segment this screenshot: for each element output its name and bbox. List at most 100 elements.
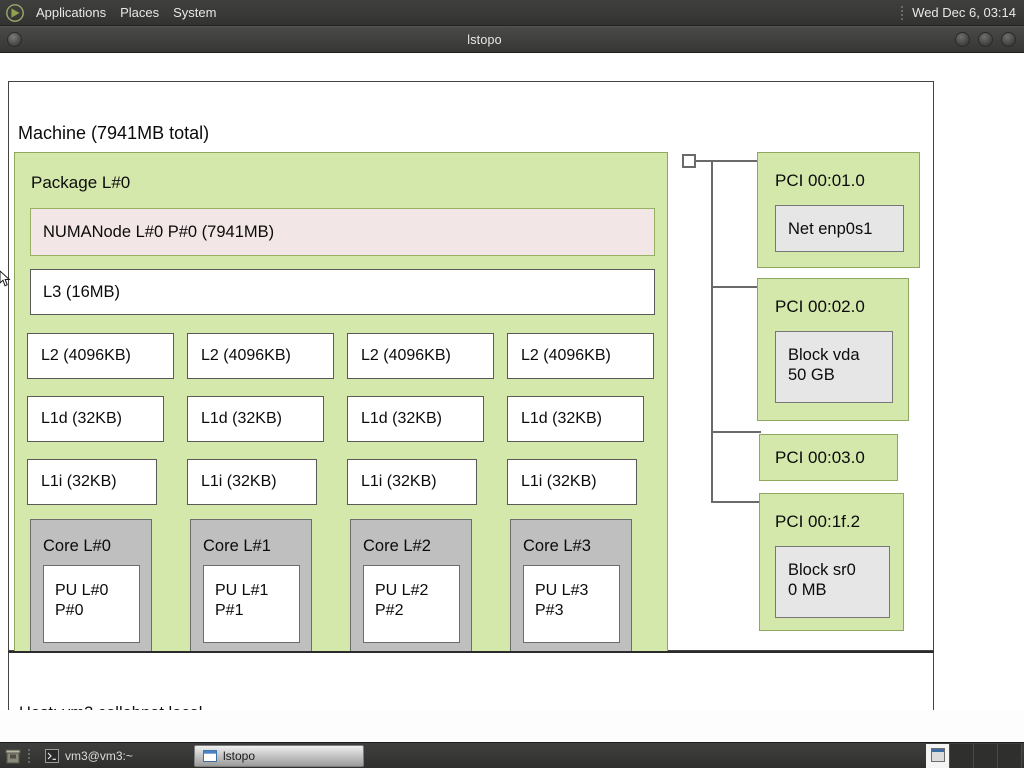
l1i-cache-box-3[interactable]: L1i (32KB) — [507, 459, 637, 505]
osdev-box[interactable]: Block sr0 0 MB — [775, 546, 890, 618]
pu-box[interactable]: PU L#0 P#0 — [43, 565, 140, 643]
info-footer-box: Host: vm3.collabnet.local Date: Wed 06 D… — [8, 651, 934, 710]
osdev-box[interactable]: Net enp0s1 — [775, 205, 904, 252]
pci-label: PCI 00:03.0 — [775, 448, 865, 467]
core-box-2[interactable]: Core L#2 PU L#2 P#2 — [350, 519, 472, 657]
bridge-branch-link-1 — [711, 286, 759, 288]
mouse-cursor — [0, 270, 13, 288]
panel-drag-handle[interactable] — [900, 4, 906, 21]
pci-label: PCI 00:1f.2 — [775, 512, 861, 531]
l2-label: L2 (4096KB) — [521, 347, 611, 364]
l1i-cache-box-0[interactable]: L1i (32KB) — [27, 459, 157, 505]
pu-label: PU L#2 P#2 — [375, 582, 429, 619]
window-titlebar[interactable]: lstopo — [0, 26, 1024, 53]
pci-label: PCI 00:01.0 — [775, 171, 865, 190]
core-label: Core L#0 — [43, 537, 111, 555]
l1i-label: L1i (32KB) — [41, 473, 117, 490]
bridge-branch-link-2 — [711, 431, 761, 433]
pu-box[interactable]: PU L#3 P#3 — [523, 565, 620, 643]
pci-box-2[interactable]: PCI 00:03.0 — [759, 434, 898, 481]
l1d-cache-box-2[interactable]: L1d (32KB) — [347, 396, 484, 442]
close-icon[interactable] — [1001, 32, 1016, 47]
workspace-switcher[interactable] — [926, 743, 1022, 768]
pci-box-1[interactable]: PCI 00:02.0 Block vda 50 GB — [757, 278, 909, 421]
pu-label: PU L#0 P#0 — [55, 582, 109, 619]
osdev-label: Net enp0s1 — [788, 220, 873, 238]
lstopo-canvas: Machine (7941MB total) Package L#0 NUMAN… — [0, 53, 1024, 710]
l1d-cache-box-3[interactable]: L1d (32KB) — [507, 396, 644, 442]
maximize-icon[interactable] — [978, 32, 993, 47]
terminal-icon — [45, 748, 59, 763]
pu-label: PU L#1 P#1 — [215, 582, 269, 619]
window-controls — [947, 32, 1016, 47]
window-icon — [203, 749, 217, 763]
l1d-cache-box-0[interactable]: L1d (32KB) — [27, 396, 164, 442]
taskbar-drag-handle[interactable] — [27, 747, 32, 764]
core-label: Core L#2 — [363, 537, 431, 555]
l2-label: L2 (4096KB) — [201, 347, 291, 364]
core-label: Core L#3 — [523, 537, 591, 555]
host-bridge-square[interactable] — [682, 154, 696, 168]
workspace-3[interactable] — [974, 743, 998, 768]
l2-cache-box-2[interactable]: L2 (4096KB) — [347, 333, 494, 379]
osdev-label: Block vda 50 GB — [788, 346, 860, 385]
window-menu-icon[interactable] — [7, 32, 22, 47]
bridge-branch-link-3 — [711, 501, 761, 503]
osdev-label: Block sr0 0 MB — [788, 561, 856, 600]
minimize-icon[interactable] — [955, 32, 970, 47]
core-label: Core L#1 — [203, 537, 271, 555]
workspace-2[interactable] — [950, 743, 974, 768]
l3-label: L3 (16MB) — [43, 283, 121, 301]
window-title: lstopo — [467, 32, 502, 47]
workspace-1[interactable] — [926, 743, 950, 768]
workspace-window-preview — [931, 747, 945, 762]
numanode-label: NUMANode L#0 P#0 (7941MB) — [43, 223, 275, 241]
l1d-label: L1d (32KB) — [521, 410, 602, 427]
l1d-label: L1d (32KB) — [201, 410, 282, 427]
clock[interactable]: Wed Dec 6, 03:14 — [912, 5, 1016, 20]
l1d-label: L1d (32KB) — [41, 410, 122, 427]
menu-applications[interactable]: Applications — [36, 4, 107, 20]
bridge-trunk-link — [711, 160, 713, 503]
lstopo-window: lstopo Machine (7941MB total) Package L#… — [0, 26, 1024, 710]
core-box-3[interactable]: Core L#3 PU L#3 P#3 — [510, 519, 632, 657]
machine-label: Machine (7941MB total) — [18, 123, 210, 143]
l2-cache-box-3[interactable]: L2 (4096KB) — [507, 333, 654, 379]
l2-cache-box-0[interactable]: L2 (4096KB) — [27, 333, 174, 379]
package-label: Package L#0 — [31, 173, 131, 192]
host-line: Host: vm3.collabnet.local — [19, 704, 202, 710]
l1i-label: L1i (32KB) — [201, 473, 277, 490]
l1i-cache-box-2[interactable]: L1i (32KB) — [347, 459, 477, 505]
l1d-label: L1d (32KB) — [361, 410, 442, 427]
l2-label: L2 (4096KB) — [41, 347, 131, 364]
top-panel: Applications Places System Wed Dec 6, 03… — [0, 0, 1024, 26]
pu-label: PU L#3 P#3 — [535, 582, 589, 619]
l3-cache-box[interactable]: L3 (16MB) — [30, 269, 655, 315]
pci-box-0[interactable]: PCI 00:01.0 Net enp0s1 — [757, 152, 920, 268]
l1i-label: L1i (32KB) — [361, 473, 437, 490]
pci-label: PCI 00:02.0 — [775, 297, 865, 316]
core-box-1[interactable]: Core L#1 PU L#1 P#1 — [190, 519, 312, 657]
osdev-box[interactable]: Block vda 50 GB — [775, 331, 893, 403]
l1d-cache-box-1[interactable]: L1d (32KB) — [187, 396, 324, 442]
pci-box-3[interactable]: PCI 00:1f.2 Block sr0 0 MB — [759, 493, 904, 631]
l1i-cache-box-1[interactable]: L1i (32KB) — [187, 459, 317, 505]
core-box-0[interactable]: Core L#0 PU L#0 P#0 — [30, 519, 152, 657]
pu-box[interactable]: PU L#2 P#2 — [363, 565, 460, 643]
workspace-4[interactable] — [998, 743, 1022, 768]
menu-system[interactable]: System — [173, 4, 217, 20]
task-label: lstopo — [223, 748, 256, 763]
bridge-stub-link — [696, 160, 764, 162]
l2-cache-box-1[interactable]: L2 (4096KB) — [187, 333, 334, 379]
menu-places[interactable]: Places — [120, 4, 160, 20]
numanode-box[interactable]: NUMANode L#0 P#0 (7941MB) — [30, 208, 655, 256]
gnome-foot-icon[interactable] — [5, 3, 25, 23]
task-button-lstopo[interactable]: lstopo — [194, 744, 364, 767]
trash-icon[interactable] — [4, 747, 22, 765]
pu-box[interactable]: PU L#1 P#1 — [203, 565, 300, 643]
bottom-taskbar: vm3@vm3:~ lstopo — [0, 742, 1024, 768]
task-label: vm3@vm3:~ — [65, 748, 133, 763]
l2-label: L2 (4096KB) — [361, 347, 451, 364]
task-button-terminal[interactable]: vm3@vm3:~ — [37, 745, 192, 767]
